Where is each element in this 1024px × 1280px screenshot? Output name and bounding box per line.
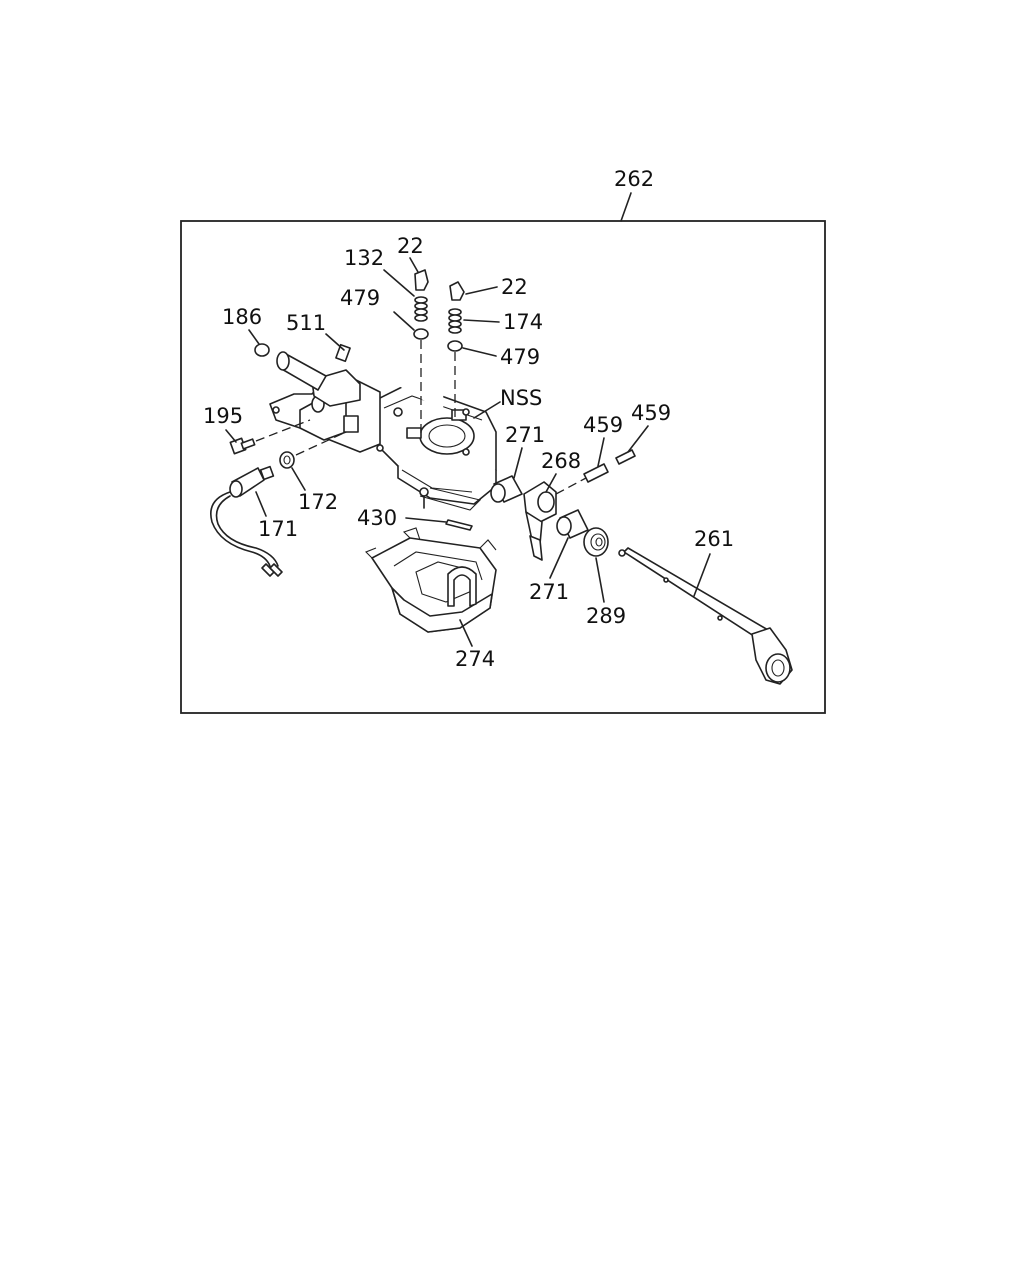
callout-268: 268 <box>541 449 581 473</box>
cover-part-274 <box>365 527 497 633</box>
callout-195: 195 <box>203 404 243 428</box>
centerline-washer <box>295 431 347 456</box>
oring-part-479-right <box>447 340 463 352</box>
bolt-part-195 <box>229 437 256 455</box>
callout-261: 261 <box>694 527 734 551</box>
callout-459-left: 459 <box>583 413 623 437</box>
leader-195 <box>225 429 237 443</box>
callout-479-left: 479 <box>340 286 380 310</box>
pin-part-459-right <box>615 449 636 465</box>
bushing-part-271-upper <box>490 475 523 503</box>
callout-172: 172 <box>298 490 338 514</box>
callout-459-right: 459 <box>631 401 671 425</box>
leader-274 <box>459 619 473 647</box>
callout-22-left: 22 <box>397 234 424 258</box>
lever-part-268 <box>523 481 557 561</box>
callout-nss: NSS <box>500 386 542 410</box>
leader-289 <box>595 557 605 603</box>
leader-430 <box>405 517 447 523</box>
pin-part-430 <box>445 519 473 531</box>
centerline-pin <box>555 477 587 495</box>
leader-174 <box>463 319 500 323</box>
callout-262: 262 <box>614 167 654 191</box>
leader-261 <box>693 553 711 597</box>
callout-511: 511 <box>286 311 326 335</box>
leader-271-lower <box>549 537 569 579</box>
callout-186: 186 <box>222 305 262 329</box>
hose-part-511 <box>335 318 444 410</box>
leader-268 <box>545 473 557 493</box>
leader-171 <box>255 491 267 517</box>
leader-271-upper <box>513 447 523 479</box>
callout-430: 430 <box>357 506 397 530</box>
oring-part-479-left <box>413 328 429 340</box>
spring-part-174 <box>448 308 462 334</box>
shaft-part-261 <box>618 547 793 685</box>
valve-part-22-right <box>449 281 465 301</box>
leader-186 <box>248 329 260 345</box>
callout-274: 274 <box>455 647 495 671</box>
leader-22-right <box>465 286 498 295</box>
centerline-bolt <box>255 419 311 442</box>
callout-479-right: 479 <box>500 345 540 369</box>
bushing-part-271-lower <box>556 509 589 539</box>
leader-132 <box>383 269 415 297</box>
leader-459-right <box>627 425 649 453</box>
callout-22-right: 22 <box>501 275 528 299</box>
leader-172 <box>291 467 306 491</box>
spring-part-132 <box>414 296 428 322</box>
callout-174: 174 <box>503 310 543 334</box>
leader-479-right <box>462 347 497 357</box>
assembly-frame <box>180 220 826 714</box>
leader-nss <box>473 401 501 419</box>
cap-part-186 <box>254 343 270 357</box>
sensor-part-171 <box>210 465 283 577</box>
leader-22-left <box>409 257 419 273</box>
washer-hole-172 <box>283 455 291 465</box>
leader-262 <box>620 192 632 222</box>
callout-271-lower: 271 <box>529 580 569 604</box>
bearing-part-289 <box>583 527 609 557</box>
leader-511 <box>325 333 345 351</box>
leader-459-left <box>597 437 605 467</box>
pin-part-459-left <box>583 463 609 483</box>
washer-part-172 <box>279 451 295 469</box>
callout-271-upper: 271 <box>505 423 545 447</box>
callout-132: 132 <box>344 246 384 270</box>
leader-479-left <box>393 311 415 331</box>
callout-289: 289 <box>586 604 626 628</box>
callout-171: 171 <box>258 517 298 541</box>
valve-part-22-left <box>414 269 429 291</box>
housing-body <box>269 351 497 511</box>
